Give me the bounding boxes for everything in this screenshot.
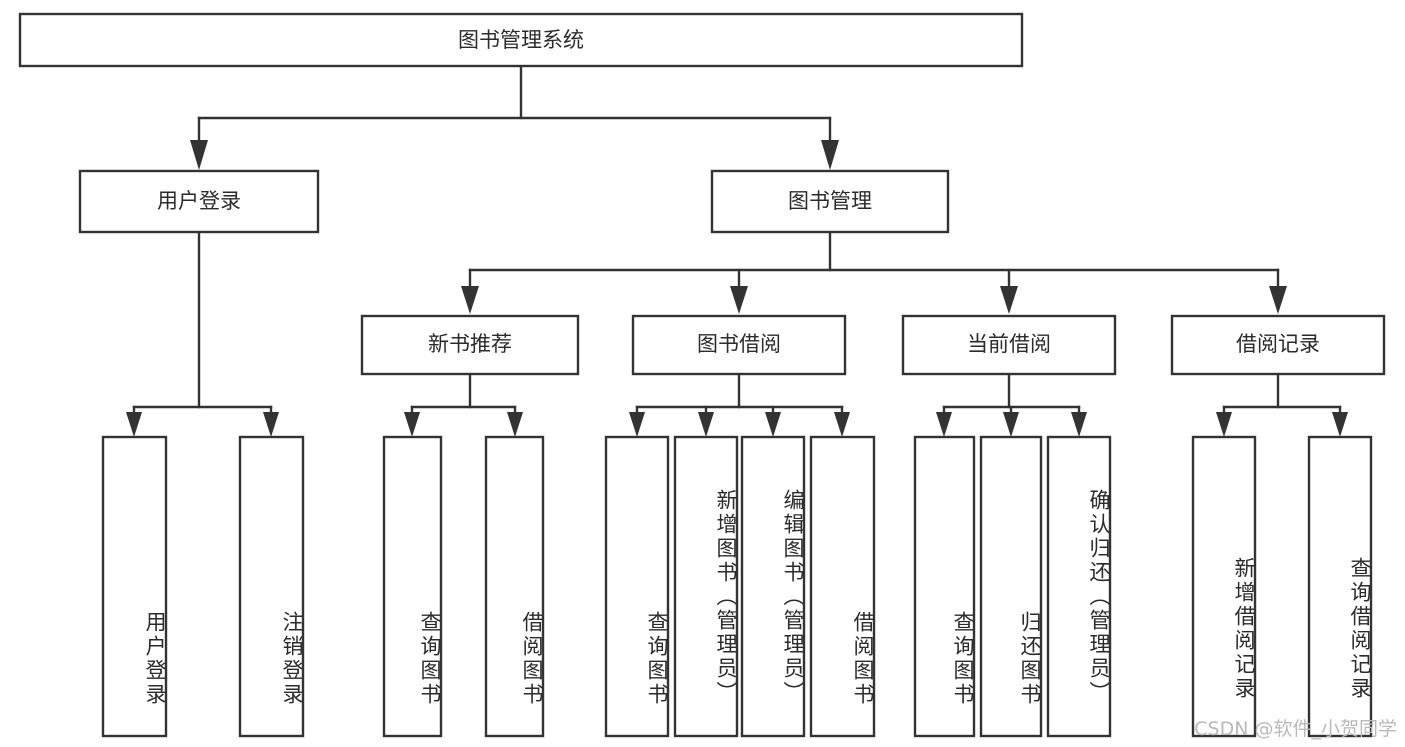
node-leaf-return-book[interactable]	[979, 435, 1043, 738]
node-leaf-borrow-book-1[interactable]	[484, 435, 545, 738]
arrow-head-leaf-query-book-3	[936, 412, 952, 437]
arrow-head-leaf-add-record	[1216, 412, 1232, 437]
node-new-book-rec[interactable]	[360, 314, 580, 376]
node-user-login-label: 用户登录	[157, 189, 241, 213]
node-leaf-query-book-2[interactable]	[604, 435, 670, 738]
node-leaf-query-book-1[interactable]	[382, 435, 443, 738]
arrow-head-leaf-query-book-2	[629, 412, 645, 437]
arrow-head-user-login	[190, 140, 208, 170]
node-book-manage-label: 图书管理	[788, 189, 872, 213]
node-leaf-query-record[interactable]	[1307, 435, 1373, 738]
arrow-head-leaf-borrow-book-2	[834, 412, 850, 437]
node-leaf-add-book[interactable]	[673, 435, 739, 738]
node-new-book-rec-label: 新书推荐	[428, 332, 512, 356]
node-layer: 图书管理系统 用户登录 图书管理 新书推荐 图书借阅 当前借阅 借阅记录	[18, 12, 1386, 738]
connector-layer	[126, 64, 1348, 437]
node-current-borrow-label: 当前借阅	[967, 332, 1051, 356]
arrow-head-book-borrow	[730, 286, 748, 314]
node-root[interactable]	[18, 12, 1024, 68]
node-leaf-query-book-3[interactable]	[913, 435, 976, 738]
csdn-watermark: CSDN @软件_小贺同学	[1194, 718, 1397, 740]
node-leaf-add-record[interactable]	[1191, 435, 1257, 738]
arrow-head-borrow-record	[1269, 286, 1287, 314]
arrow-head-current-borrow	[1000, 286, 1018, 314]
arrow-head-leaf-query-record	[1332, 412, 1348, 437]
node-leaf-borrow-book-2[interactable]	[809, 435, 876, 738]
arrow-head-leaf-return-book	[1003, 412, 1019, 437]
arrow-head-leaf-edit-book	[765, 412, 781, 437]
node-borrow-record[interactable]	[1170, 314, 1386, 376]
node-user-login[interactable]	[78, 169, 320, 234]
arrow-head-book-manage	[821, 140, 839, 170]
node-leaf-confirm-return[interactable]	[1046, 435, 1112, 738]
node-leaf-edit-book[interactable]	[740, 435, 806, 738]
arrow-head-leaf-logout	[263, 412, 279, 437]
node-leaf-user-login[interactable]	[101, 435, 168, 738]
node-book-manage[interactable]	[710, 169, 950, 234]
node-leaf-logout[interactable]	[238, 435, 305, 738]
node-book-borrow-label: 图书借阅	[697, 332, 781, 356]
arrow-head-new-book-rec	[461, 286, 479, 314]
node-current-borrow[interactable]	[901, 314, 1117, 376]
arrow-head-leaf-confirm-return	[1071, 412, 1087, 437]
arrow-head-leaf-user-login	[126, 412, 142, 437]
arrow-head-leaf-add-book	[698, 412, 714, 437]
arrow-head-leaf-query-book-1	[404, 412, 420, 437]
node-root-label: 图书管理系统	[458, 28, 584, 52]
node-book-borrow[interactable]	[631, 314, 847, 376]
node-borrow-record-label: 借阅记录	[1236, 332, 1320, 356]
arrow-head-leaf-borrow-book-1	[507, 412, 523, 437]
